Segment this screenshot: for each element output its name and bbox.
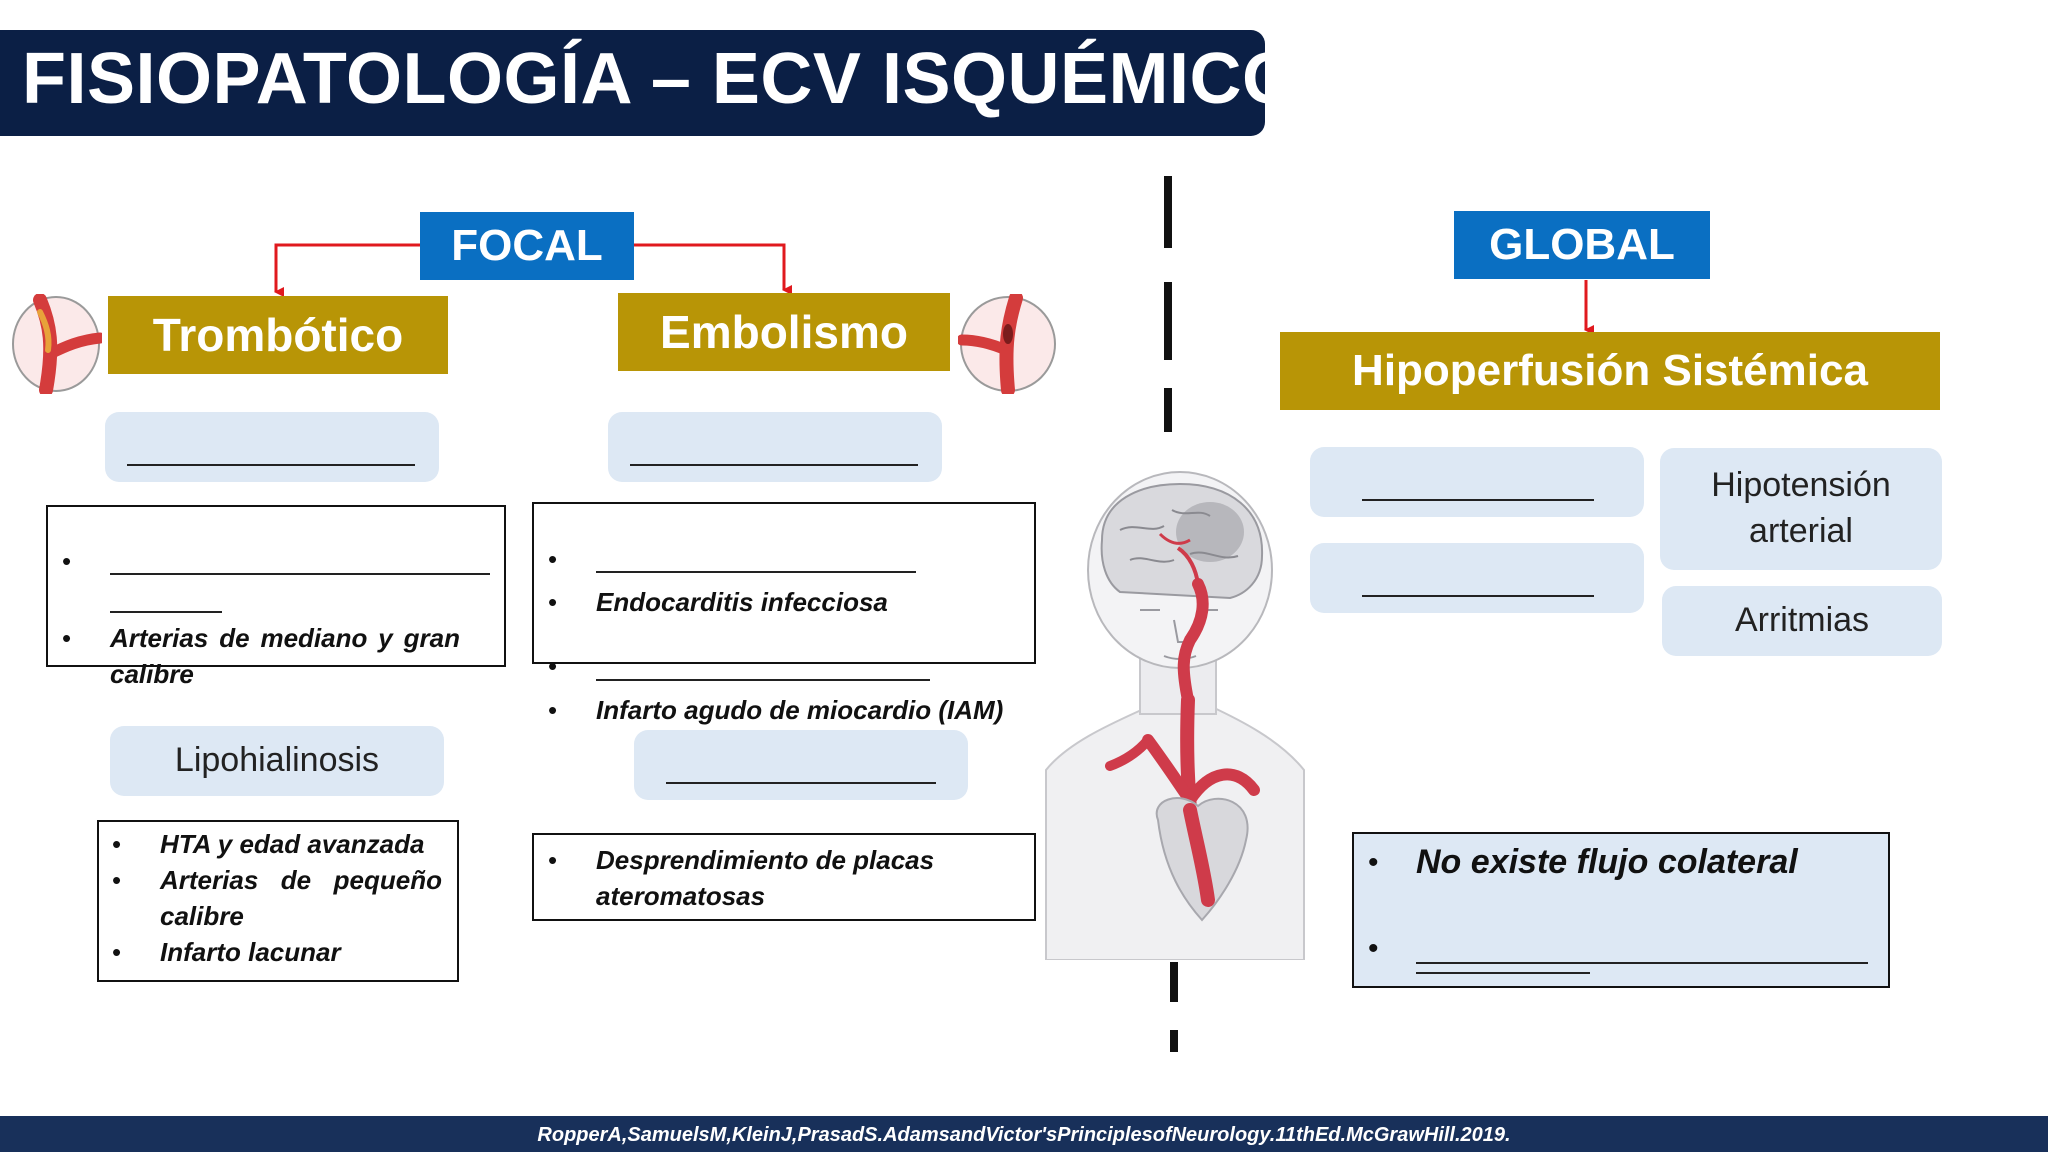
lipo-bullet-hta: HTA y edad avanzada [160, 829, 425, 859]
global-label: GLOBAL [1454, 211, 1710, 279]
divider-dash [1170, 1030, 1178, 1052]
blank-line [596, 571, 916, 573]
blank-line [1416, 962, 1868, 964]
lipo-bullet-infarto: Infarto lacunar [160, 937, 341, 967]
divider-dash [1164, 388, 1172, 432]
bullet: • [548, 845, 558, 875]
focal-to-trombotico-arrow [274, 243, 420, 297]
embolismo-bullet-placas: Desprendimiento de placas ateromatosas [596, 845, 935, 911]
bullet: • [548, 651, 558, 681]
bullet: • [112, 829, 122, 859]
bullet: • [548, 587, 558, 617]
arritmias-box: Arritmias [1662, 586, 1942, 656]
page-title: FISIOPATOLOGÍA – ECV ISQUÉMICO [22, 39, 1299, 119]
trombotico-details-box [46, 505, 506, 667]
blank-line [127, 464, 415, 466]
divider-dash [1164, 176, 1172, 248]
footer-citation: RopperA,SamuelsM,KleinJ,PrasadS.Adamsand… [537, 1124, 1511, 1146]
blank-line [1362, 499, 1594, 501]
bullet: • [1368, 846, 1379, 879]
embolismo-blank-box [608, 412, 942, 482]
embolismo-details-box [532, 502, 1036, 664]
global-bullet-colateral: No existe flujo colateral [1416, 843, 1798, 881]
bullet: • [112, 937, 122, 967]
title-banner [0, 30, 1265, 136]
trombotico-blank-box [105, 412, 439, 482]
bullet: • [62, 623, 72, 653]
embolismo-blank-box-2 [634, 730, 968, 800]
global-blank-box-2 [1310, 543, 1644, 613]
bullet: • [548, 695, 558, 725]
hipotension-box: Hipotensión arterial [1660, 448, 1942, 570]
blank-line [1416, 972, 1590, 974]
thrombus-artery-icon [12, 294, 102, 394]
embolismo-placas-box [532, 833, 1036, 921]
embolismo-label: Embolismo [618, 293, 950, 371]
embolismo-bullet-endocarditis: Endocarditis infecciosa [596, 587, 888, 617]
trombotico-bullet-arterias: Arterias de mediano y gran calibre [110, 623, 460, 689]
hipoperfusion-label: Hipoperfusión Sistémica [1280, 332, 1940, 410]
footer-bar [0, 1116, 2048, 1152]
bullet: • [1368, 932, 1379, 965]
divider-dash [1170, 962, 1178, 1002]
vascular-anatomy-illustration [1045, 471, 1305, 960]
bullet: • [548, 544, 558, 574]
lipo-bullet-arterias: Arterias de pequeño calibre [160, 865, 442, 931]
blank-line [596, 679, 930, 681]
blank-line [1362, 595, 1594, 597]
blank-line [110, 611, 222, 613]
blank-line [630, 464, 918, 466]
embolus-artery-icon [958, 294, 1056, 394]
blank-line [666, 782, 936, 784]
trombotico-label: Trombótico [108, 296, 448, 374]
bullet: • [112, 865, 122, 895]
divider-dash [1164, 282, 1172, 360]
blank-line [110, 573, 490, 575]
focal-to-embolismo-arrow [634, 243, 792, 295]
focal-label: FOCAL [420, 212, 634, 280]
lipohialinosis-details-box [97, 820, 459, 982]
embolismo-bullet-iam: Infarto agudo de miocardio (IAM) [596, 695, 1004, 725]
global-blank-box-1 [1310, 447, 1644, 517]
lipohialinosis-box: Lipohialinosis [110, 726, 444, 796]
bullet: • [62, 546, 72, 576]
